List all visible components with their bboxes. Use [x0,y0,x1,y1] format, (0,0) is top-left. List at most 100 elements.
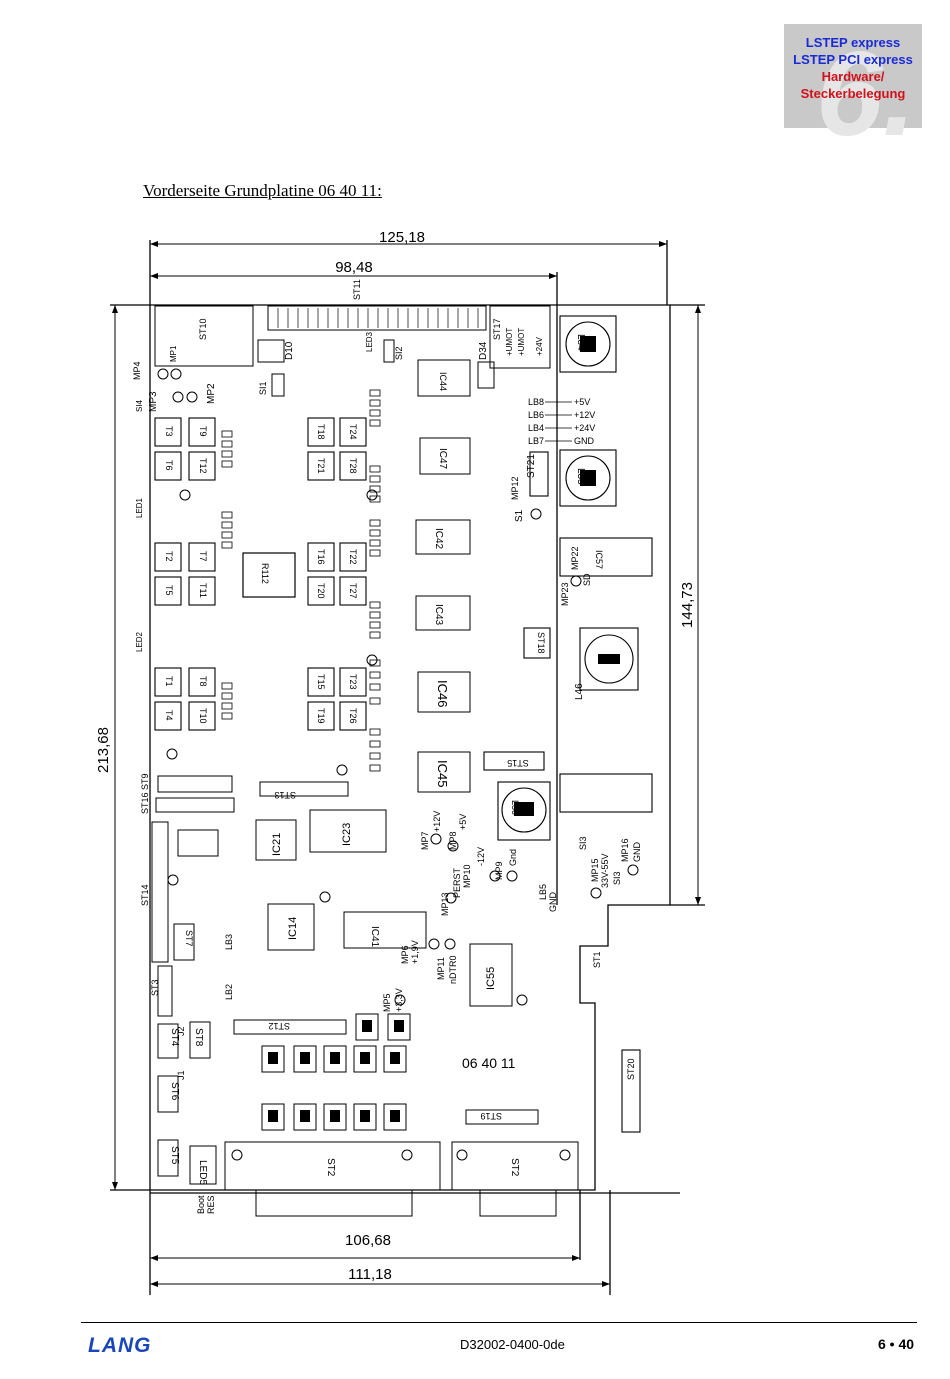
dim-right-height: 144,73 [679,582,696,628]
label-j1: J1 [176,1070,186,1080]
mp11-value: nDTR0 [448,955,458,984]
label-t21: T21 [316,458,326,474]
dim-left-height: 213,68 [95,727,112,773]
label-t22: T22 [348,549,358,565]
label-mp3: MP3 [148,391,159,412]
mp23-value: SD [582,573,592,586]
mp7-value: +12V [432,811,442,832]
label-si3: SI3 [612,871,622,885]
label-boot: Boot [196,1195,206,1214]
label-st12: ST12 [268,1021,290,1031]
label-ic41: IC41 [369,926,380,948]
lb6-value: +12V [574,410,595,420]
label-st8: ST8 [193,1028,204,1047]
label-t23: T23 [348,674,358,690]
label-led5: LED3 [365,331,374,352]
label-mp11: MP11 [436,957,446,980]
label-lb3: LB3 [224,934,234,950]
label-t11: T11 [198,583,208,598]
label-mp4: MP4 [132,361,142,380]
chapter-header: 6. LSTEP express LSTEP PCI express Hardw… [784,24,922,154]
label-t28: T28 [348,458,358,474]
label-st18: ST1 [592,951,602,968]
chapter-number: 6. [815,27,916,161]
label-st16: ST16 [140,792,150,814]
label-si4: SI3 [578,836,588,850]
label-ic43: IC43 [433,604,444,626]
label-st11: ST11 [352,279,362,300]
label-t2: T2 [164,551,174,562]
lang-logo: LANG [88,1334,152,1357]
label-st22: ST21 [526,454,537,478]
label-st19: ST15 [507,758,529,768]
label-t16: T16 [316,549,326,565]
st10-connector [154,305,254,367]
label-mp22: MP22 [570,546,580,570]
label-si2: SI2 [394,346,404,360]
label-t26: T26 [348,708,358,724]
board-part-number: 06 40 11 [462,1055,516,1071]
footer-divider [81,1322,917,1323]
header-line-1: LSTEP express [805,35,901,50]
label-mp16: MP16 [620,838,630,862]
label-t10: T10 [198,708,208,724]
label-t5: T5 [164,585,174,596]
label-s1: LED5 [197,1160,208,1185]
header-line-2: LSTEP PCI express [793,52,913,67]
label-ic46: IC46 [435,680,450,707]
label-t15: T15 [316,674,326,690]
label-ic23: IC23 [341,823,353,846]
label-mp2: MP2 [206,383,217,404]
label-l34: L34 [575,334,586,351]
label-mp9: MP9 [494,861,504,880]
dim-inner-width: 98,48 [335,259,373,276]
mp10-value: -12V [476,847,486,866]
label-st10: ST10 [198,318,208,340]
lb8-value: +5V [574,397,590,407]
label-t27: T27 [348,583,358,599]
label-st13: ST13 [274,790,296,800]
label-mp13: MP13 [440,892,450,916]
label-p1: S1 [514,509,525,522]
mp16-value: GND [632,842,642,863]
label-mp8: MP8 [448,831,458,850]
label-st9: ST9 [140,773,150,790]
label-lb6: LB6 [528,410,544,420]
label-ic45: IC45 [435,760,450,787]
label-st17: ST17 [492,318,502,340]
label-si1: SI1 [258,381,268,395]
st1-connector [451,1141,579,1191]
label-lb8: LB8 [528,397,544,407]
st2-connector [224,1141,441,1191]
label-st6: ST6 [169,1082,180,1101]
label-mp23: MP23 [560,582,570,606]
label-t8: T8 [198,676,208,687]
st17-connector [489,305,551,369]
header-line-3: Hardware/ [821,69,885,84]
label-st1: ST2 [509,1158,520,1177]
label-lb5: LB5 [538,884,548,900]
label-st4: ST4 [169,1028,180,1047]
label-t3: T3 [164,426,174,437]
label-t4: T4 [164,710,174,721]
label-t19: T19 [316,708,326,724]
label-mp5: MP5 [382,993,392,1012]
lb4-value: +24V [574,423,595,433]
label-l35: L35 [575,468,586,485]
page-number: 6 • 40 [878,1336,915,1352]
dim-top-width: 125,18 [379,229,425,246]
board-outline [149,304,671,1191]
label-ic14: IC14 [287,917,299,940]
label-t1: T1 [164,676,174,687]
document-number: D32002-0400-0de [460,1337,565,1352]
label-j2: J2 [176,1026,186,1036]
label-st14: ST14 [140,884,150,906]
label-ic42: IC42 [433,528,444,550]
mp8-value: +5V [458,814,468,830]
st11-connector [267,305,487,331]
header-line-4: Steckerbelegung [800,86,906,101]
label-l46: L46 [574,683,585,700]
label-ic44: IC44 [438,372,448,391]
label-mp7: MP7 [420,831,430,850]
